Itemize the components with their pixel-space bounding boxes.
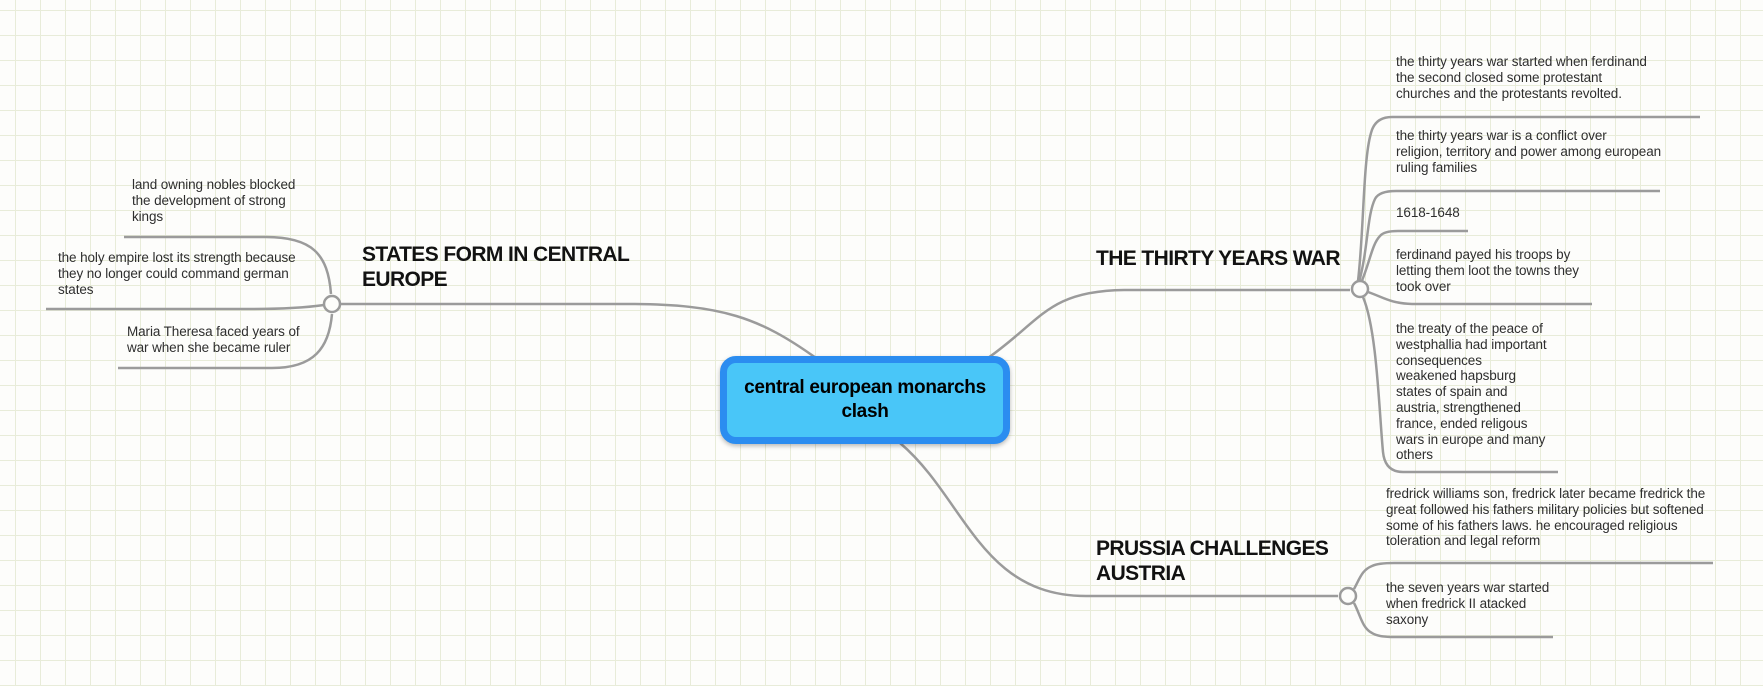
branch-heading-prussia-challenges[interactable]: PRUSSIA CHALLENGES AUSTRIA bbox=[1096, 537, 1329, 585]
root-node-label: central european monarchs clash bbox=[744, 377, 986, 422]
branch-line-thirty-child-dates bbox=[1359, 229, 1468, 284]
child-node-maria-theresa[interactable]: Maria Theresa faced years of war when sh… bbox=[127, 324, 300, 355]
root-node[interactable]: central european monarchs clash bbox=[720, 356, 1010, 444]
branch-line-thirty-child-conflict bbox=[1357, 189, 1660, 283]
branch-line-prussia-child-fredrick bbox=[1352, 561, 1713, 590]
branch-line-thirty-main bbox=[987, 288, 1350, 360]
branch-line-states-child-holy-empire bbox=[46, 303, 325, 311]
child-node-land-nobles[interactable]: land owning nobles blocked the developme… bbox=[132, 177, 296, 224]
child-node-fredrick-williams[interactable]: fredrick williams son, fredrick later be… bbox=[1386, 486, 1706, 549]
branch-line-states-child-land-nobles bbox=[124, 235, 333, 295]
child-node-war-conflict[interactable]: the thirty years war is a conflict over … bbox=[1396, 128, 1662, 175]
child-node-war-started[interactable]: the thirty years war started when ferdin… bbox=[1396, 54, 1647, 101]
child-node-seven-years-war[interactable]: the seven years war started when fredric… bbox=[1386, 580, 1550, 627]
child-node-treaty-westphallia[interactable]: the treaty of the peace of westphallia h… bbox=[1396, 321, 1547, 463]
branch-line-prussia-main bbox=[899, 442, 1338, 598]
junction-handle-thirty[interactable] bbox=[1350, 279, 1370, 299]
branch-line-thirty-child-started bbox=[1356, 115, 1700, 282]
junction-handle-states[interactable] bbox=[322, 294, 342, 314]
branch-line-thirty-child-treaty bbox=[1361, 296, 1558, 474]
junction-handle-prussia[interactable] bbox=[1338, 586, 1358, 606]
branch-line-thirty-child-loot bbox=[1367, 290, 1592, 306]
branch-line-prussia-child-seven-years bbox=[1352, 602, 1553, 639]
branch-heading-thirty-years-war[interactable]: THE THIRTY YEARS WAR bbox=[1096, 247, 1341, 270]
child-node-ferdinand-loot[interactable]: ferdinand payed his troops by letting th… bbox=[1396, 247, 1579, 294]
child-node-holy-empire[interactable]: the holy empire lost its strength becaus… bbox=[58, 250, 296, 297]
branch-line-states-main bbox=[340, 302, 817, 360]
branch-line-states-child-maria-theresa bbox=[118, 313, 334, 370]
branch-heading-states-form[interactable]: STATES FORM IN CENTRAL EUROPE bbox=[362, 243, 630, 291]
child-node-war-dates[interactable]: 1618-1648 bbox=[1396, 205, 1460, 220]
